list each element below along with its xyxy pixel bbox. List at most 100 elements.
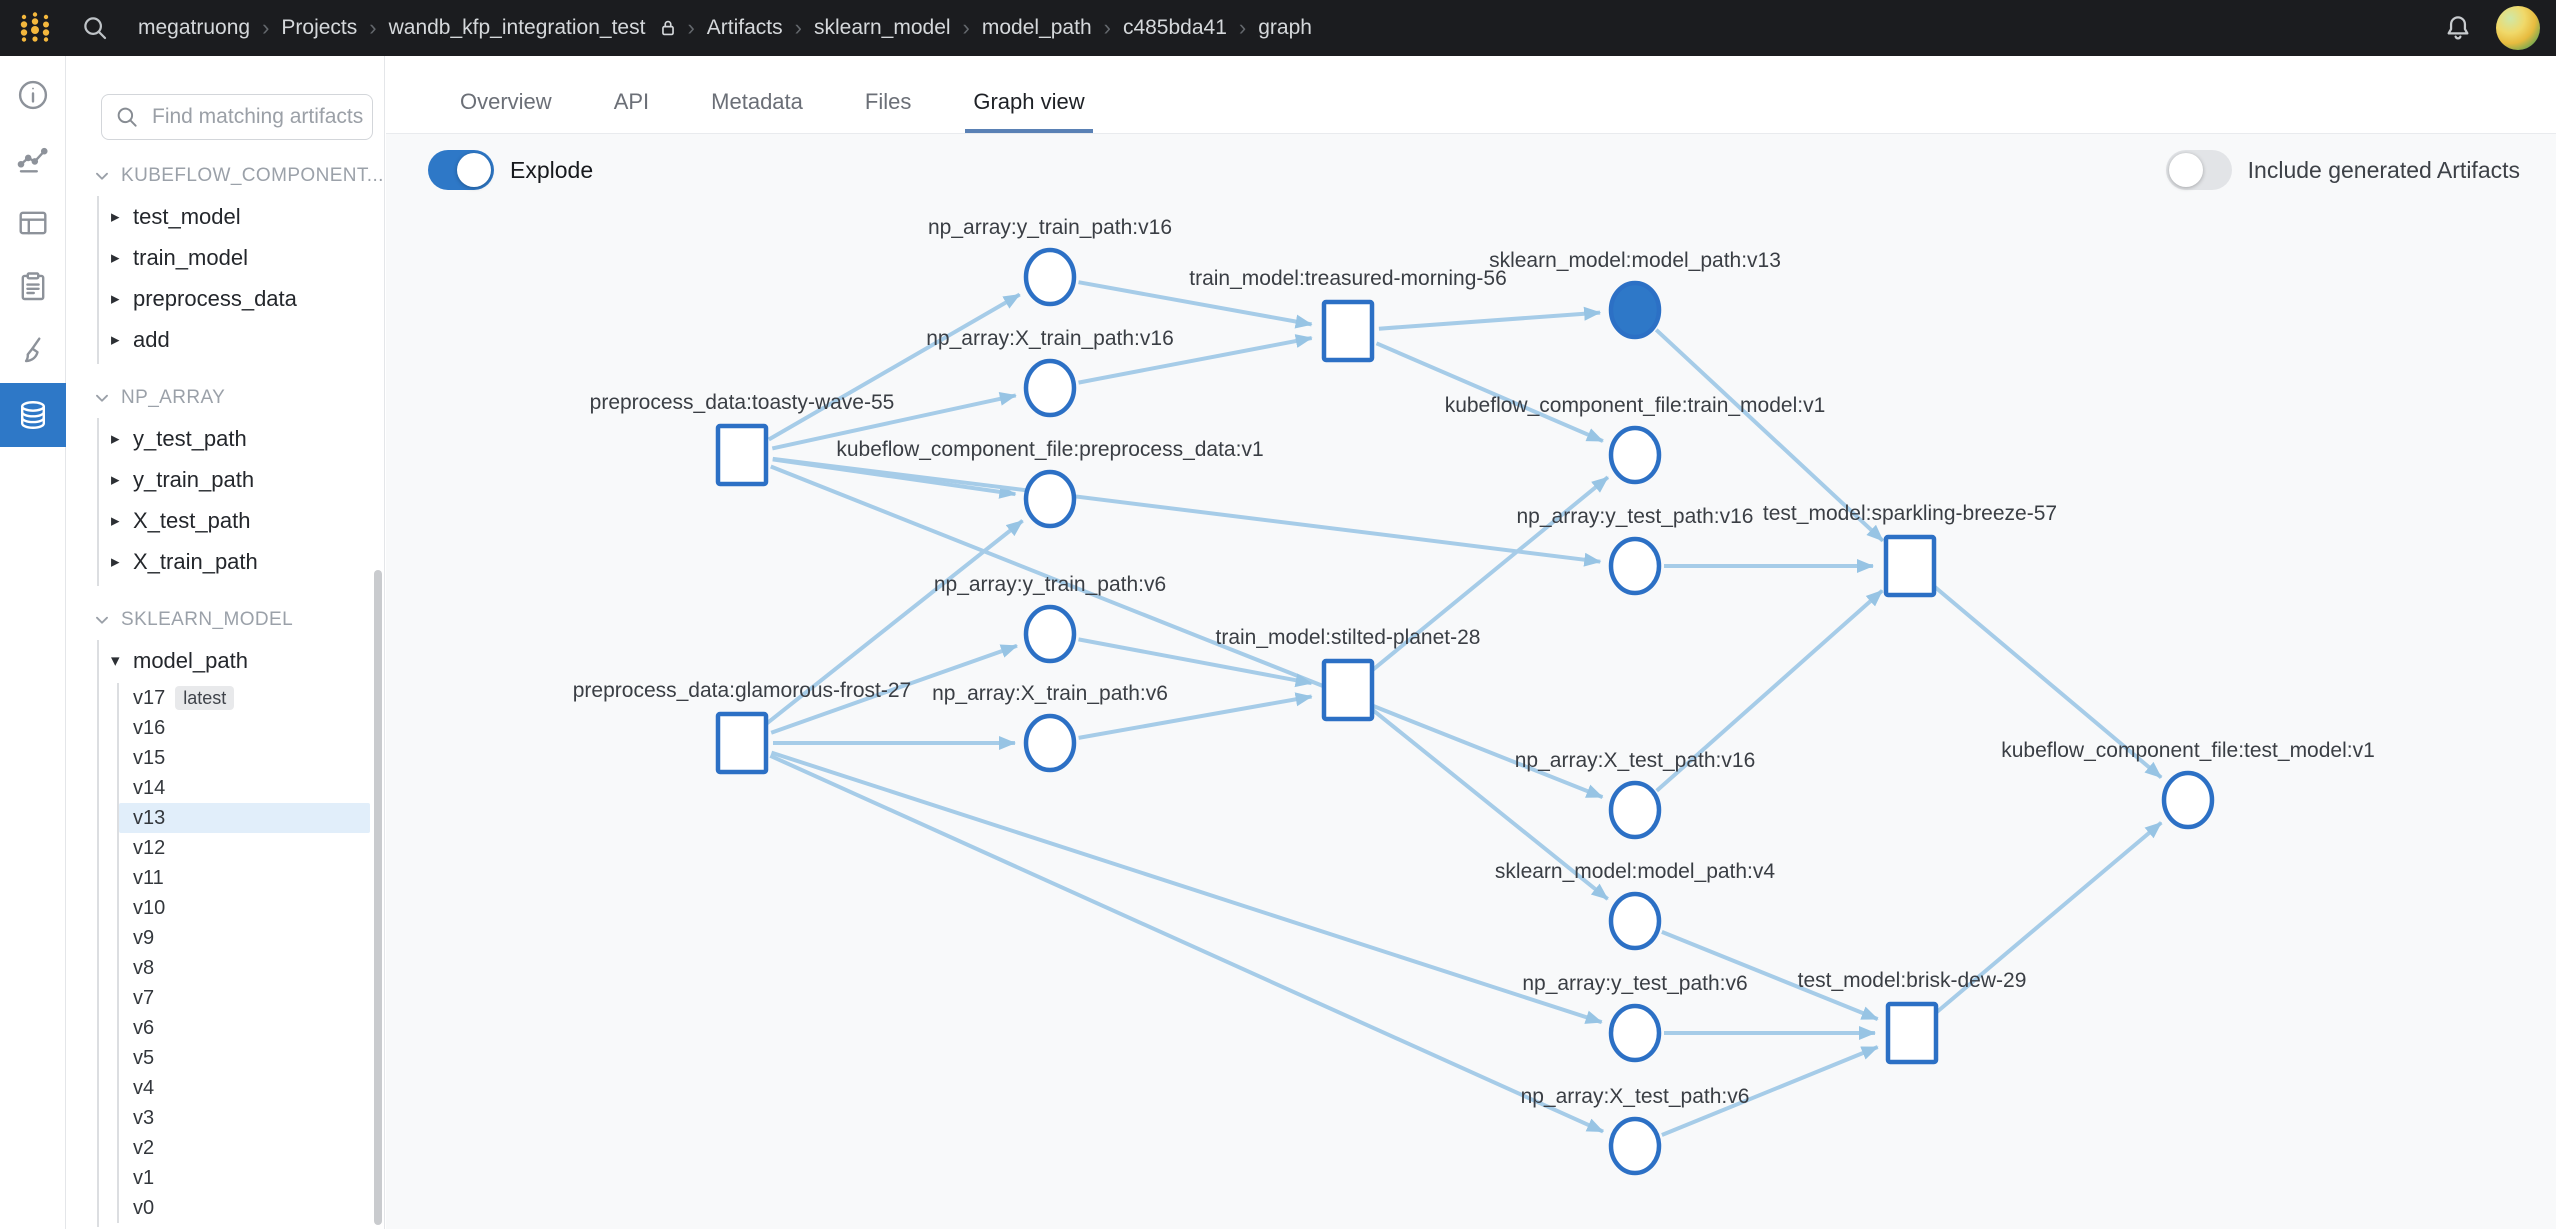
explode-toggle[interactable]	[428, 150, 494, 190]
panel-scrollbar-thumb[interactable]	[374, 570, 382, 1225]
search-icon	[114, 104, 140, 130]
version-item-v3[interactable]: v3	[119, 1103, 370, 1133]
graph-node-sparkling[interactable]	[1883, 534, 1937, 598]
tab-files[interactable]: Files	[864, 89, 912, 114]
rail-item-table[interactable]	[0, 191, 66, 255]
collection-label: add	[133, 326, 170, 352]
artifact-collection-train_model[interactable]: ▸train_model	[99, 237, 370, 278]
tab-metadata[interactable]: Metadata	[711, 89, 803, 114]
artifact-collection-test_model[interactable]: ▸test_model	[99, 196, 370, 237]
wandb-logo-icon[interactable]	[18, 9, 52, 47]
triangle-right-icon: ▸	[111, 510, 120, 530]
graph-node-train_file[interactable]	[1608, 425, 1662, 485]
artifact-collection-y_train_path[interactable]: ▸y_train_path	[99, 459, 370, 500]
graph-node-y_train_v6[interactable]	[1023, 604, 1077, 664]
tab-api[interactable]: API	[613, 89, 650, 114]
rail-item-line-chart[interactable]	[0, 127, 66, 191]
graph-node-x_test_v16[interactable]	[1608, 780, 1662, 840]
version-item-v10[interactable]: v10	[119, 893, 370, 923]
breadcrumb-item[interactable]: Projects	[281, 16, 358, 39]
breadcrumb-separator: ›	[369, 15, 377, 40]
breadcrumb-item[interactable]: megatruong	[138, 16, 251, 39]
rail-item-info-circle[interactable]	[0, 63, 66, 127]
graph-node-toasty[interactable]	[715, 423, 769, 487]
search-icon[interactable]	[80, 13, 110, 43]
avatar[interactable]	[2496, 6, 2540, 50]
graph-node-glamorous[interactable]	[715, 711, 769, 775]
breadcrumb-item[interactable]: c485bda41	[1122, 16, 1227, 39]
version-item-v4[interactable]: v4	[119, 1073, 370, 1103]
artifact-type-header[interactable]: SKLEARN_MODEL	[91, 608, 370, 632]
graph-node-model_v4[interactable]	[1608, 891, 1662, 951]
tab-graph-view[interactable]: Graph view	[965, 89, 1093, 133]
table-icon	[15, 205, 51, 241]
rail-item-broom[interactable]	[0, 319, 66, 383]
version-item-v11[interactable]: v11	[119, 863, 370, 893]
version-item-v14[interactable]: v14	[119, 773, 370, 803]
version-label: v1	[133, 1166, 155, 1189]
collection-label: preprocess_data	[133, 285, 297, 311]
artifact-search-input[interactable]	[150, 104, 372, 130]
artifact-type-title: NP_ARRAY	[121, 387, 226, 408]
chevron-down-icon	[91, 609, 113, 631]
version-item-v16[interactable]: v16	[119, 713, 370, 743]
version-item-v7[interactable]: v7	[119, 983, 370, 1013]
triangle-right-icon: ▸	[111, 551, 120, 571]
version-item-v13[interactable]: v13	[119, 803, 370, 833]
version-item-v5[interactable]: v5	[119, 1043, 370, 1073]
artifact-panel: KUBEFLOW_COMPONENT... ▸test_model▸train_m…	[67, 56, 385, 1229]
graph-node-treasured[interactable]	[1321, 299, 1375, 363]
collection-label: X_test_path	[133, 507, 251, 533]
breadcrumb-separator: ›	[687, 15, 695, 40]
version-item-v9[interactable]: v9	[119, 923, 370, 953]
version-item-v6[interactable]: v6	[119, 1013, 370, 1043]
graph-node-brisk[interactable]	[1885, 1001, 1939, 1065]
version-item-v2[interactable]: v2	[119, 1133, 370, 1163]
artifact-collection-X_test_path[interactable]: ▸ X_test_path	[99, 500, 370, 541]
artifact-type-header[interactable]: NP_ARRAY	[91, 386, 370, 410]
graph-node-x_test_v6[interactable]	[1608, 1116, 1662, 1176]
graph-node-stilted[interactable]	[1321, 658, 1375, 722]
collection-label: X_train_path	[133, 548, 258, 574]
version-item-v15[interactable]: v15	[119, 743, 370, 773]
breadcrumb-item[interactable]: sklearn_model	[813, 16, 951, 39]
graph-node-x_train_v16[interactable]	[1023, 358, 1077, 418]
artifact-collection-preprocess_data[interactable]: ▸preprocess_data	[99, 278, 370, 319]
breadcrumb-separator: ›	[262, 15, 270, 40]
graph-node-pre_file[interactable]	[1023, 469, 1077, 529]
artifact-type-header[interactable]: KUBEFLOW_COMPONENT...	[91, 164, 383, 188]
version-label: v0	[133, 1196, 155, 1219]
broom-icon	[15, 333, 51, 369]
version-item-v12[interactable]: v12	[119, 833, 370, 863]
artifact-tree: KUBEFLOW_COMPONENT... ▸test_model▸train_m…	[91, 164, 383, 1227]
version-item-v1[interactable]: v1	[119, 1163, 370, 1193]
triangle-right-icon: ▸	[111, 206, 120, 226]
breadcrumb-item[interactable]: wandb_kfp_integration_test	[388, 16, 646, 39]
rail-item-database[interactable]	[0, 383, 66, 447]
graph-node-test_file[interactable]	[2161, 770, 2215, 830]
version-label: v4	[133, 1076, 155, 1099]
breadcrumb-item[interactable]: Artifacts	[706, 16, 783, 39]
top-navbar: megatruong › Projects › wandb_kfp_integratio…	[0, 0, 2556, 56]
artifact-collection-model_path[interactable]: ▾model_path	[99, 640, 370, 681]
artifact-collection-X_train_path[interactable]: ▸ X_train_path	[99, 541, 370, 582]
version-item-v0[interactable]: v0	[119, 1193, 370, 1223]
graph-node-x_train_v6[interactable]	[1023, 713, 1077, 773]
artifact-collection-add[interactable]: ▸add	[99, 319, 370, 360]
breadcrumb-item[interactable]: graph	[1258, 16, 1312, 39]
graph-node-model_v13[interactable]	[1608, 280, 1662, 340]
breadcrumb-item[interactable]: model_path	[981, 16, 1092, 39]
graph-node-y_test_v16[interactable]	[1608, 536, 1662, 596]
include-generated-toggle[interactable]	[2165, 150, 2232, 190]
graph-node-y_test_v6[interactable]	[1608, 1003, 1662, 1063]
artifact-collection-y_test_path[interactable]: ▸y_test_path	[99, 418, 370, 459]
graph-node-y_train_v16[interactable]	[1023, 247, 1077, 307]
notifications-bell-icon[interactable]	[2442, 12, 2474, 44]
latest-badge: latest	[175, 686, 235, 710]
rail-item-clipboard[interactable]	[0, 255, 66, 319]
version-item-v8[interactable]: v8	[119, 953, 370, 983]
tab-overview[interactable]: Overview	[460, 89, 552, 114]
version-label: v14	[133, 776, 166, 799]
version-label: v8	[133, 956, 155, 979]
